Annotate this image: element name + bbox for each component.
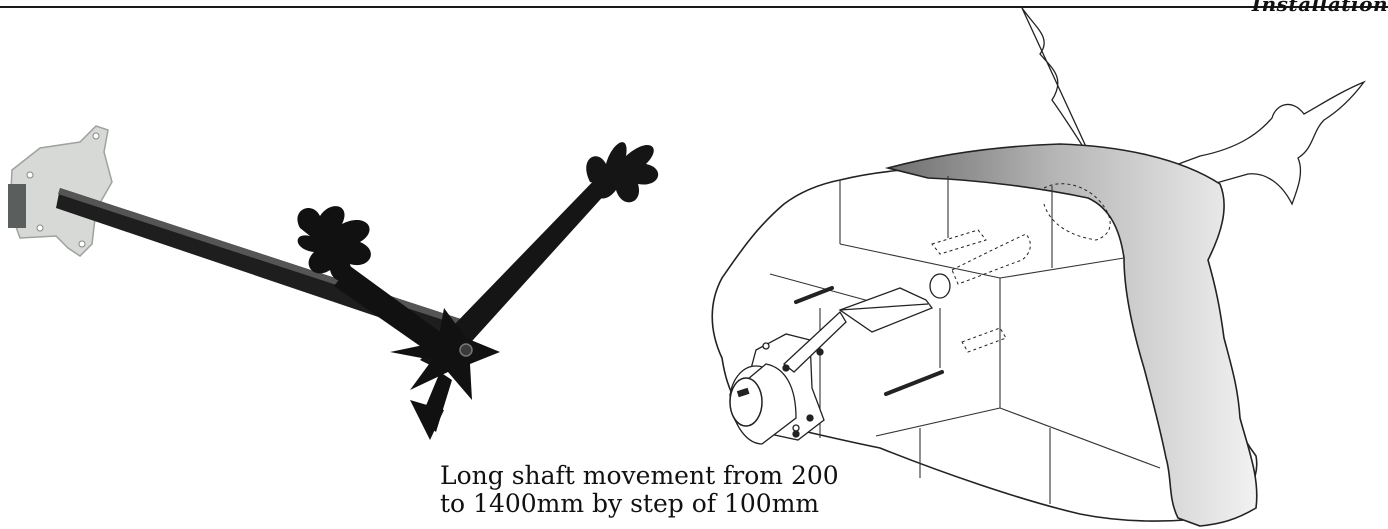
shaft-hole [929,273,951,299]
shaft-sleeves [931,183,1111,353]
caption-line-1: Long shaft movement from 200 [440,461,839,490]
wall-studs [769,176,1161,504]
header-rule [0,6,1388,8]
hour-hand [297,206,454,360]
movement-photo [8,125,659,440]
hand-tail [390,308,500,440]
support-rods [794,286,944,396]
caption-line-2: to 1400mm by step of 100mm [440,489,820,518]
photo-caption: Long shaft movement from 200 to 1400mm b… [440,461,839,518]
clock-movement [729,287,934,445]
minute-hand [420,142,659,372]
section-title: Installation [1251,0,1388,16]
installation-diagram [711,8,1366,527]
wall-thickness [884,143,1258,527]
